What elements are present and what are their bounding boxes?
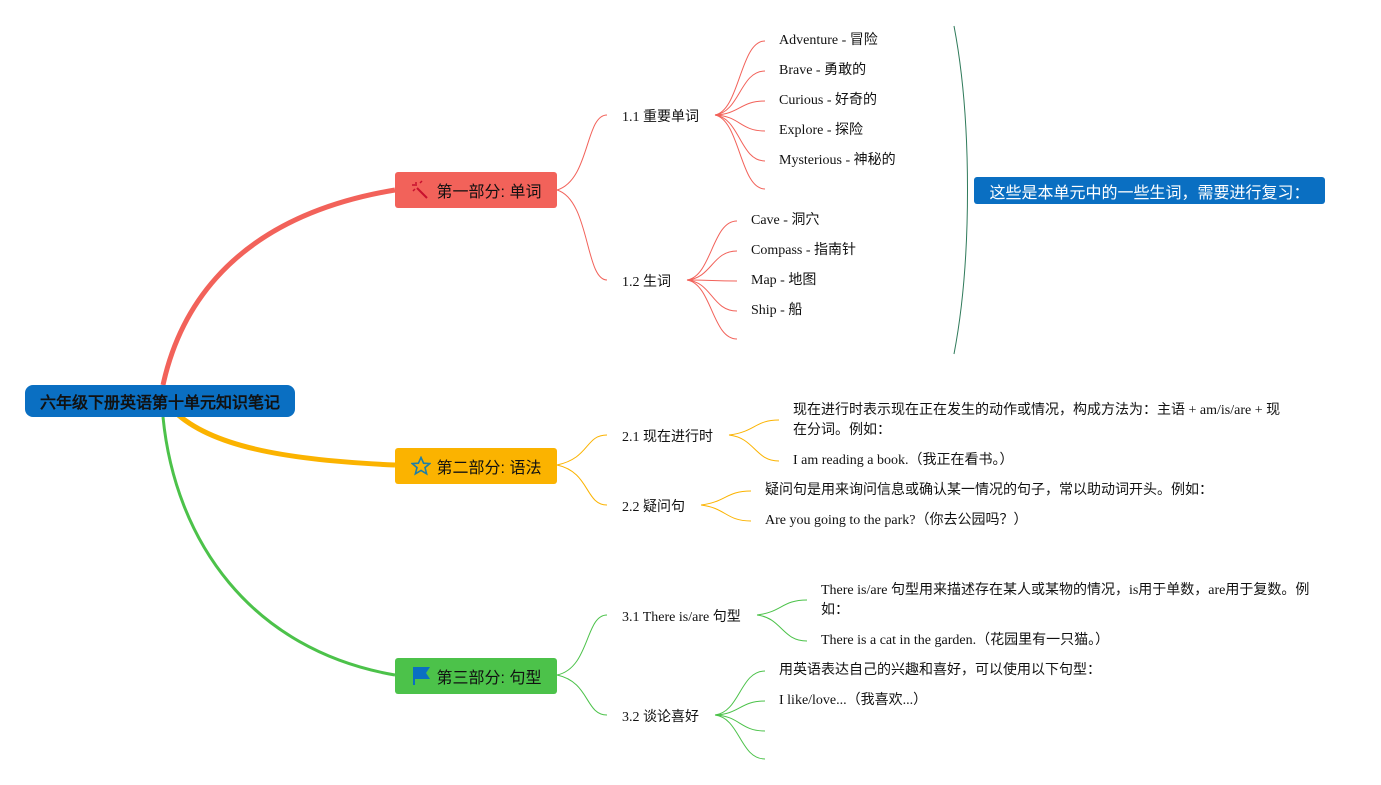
flag-icon xyxy=(411,666,431,686)
subtopic-new-words[interactable]: 1.2 生词 xyxy=(622,275,671,290)
branch-sentence-patterns-label: 第三部分: 句型 xyxy=(436,670,542,687)
leaf-example[interactable]: There is a cat in the garden.（花园里有一只猫。） xyxy=(821,633,1110,648)
summary-bracket xyxy=(953,25,968,355)
subtopic-there-is-are[interactable]: 3.1 There is/are 句型 xyxy=(622,610,741,625)
root-topic-label: 六年级下册英语第十单元知识笔记 xyxy=(39,395,280,412)
leaf-example[interactable]: I like/love...（我喜欢...） xyxy=(779,693,928,708)
leaf-word[interactable]: Explore - 探险 xyxy=(779,123,863,138)
link-root-branch2 xyxy=(173,410,396,468)
leaf-word[interactable]: Ship - 船 xyxy=(751,303,803,318)
branch-vocabulary-label: 第一部分: 单词 xyxy=(436,184,542,201)
leaf-word[interactable]: Compass - 指南针 xyxy=(751,243,856,258)
star-icon xyxy=(409,455,432,476)
leaf-word[interactable]: Map - 地图 xyxy=(751,273,817,288)
root-topic[interactable]: 六年级下册英语第十单元知识笔记 xyxy=(25,385,295,417)
leaf-word[interactable]: Brave - 勇敢的 xyxy=(779,63,867,78)
leaf-example[interactable]: I am reading a book.（我正在看书。） xyxy=(793,453,1014,468)
leaf-word[interactable]: Mysterious - 神秘的 xyxy=(779,153,896,168)
leaf-note[interactable]: There is/are 句型用来描述存在某人或某物的情况，is用于单数，are… xyxy=(821,583,1310,618)
branch-vocabulary[interactable]: 第一部分: 单词 xyxy=(395,172,557,208)
subtopic-questions[interactable]: 2.2 疑问句 xyxy=(622,500,685,515)
leaf-word[interactable]: Cave - 洞穴 xyxy=(751,213,820,228)
leaf-example[interactable]: Are you going to the park?（你去公园吗？） xyxy=(765,513,1028,528)
leaf-word[interactable]: Curious - 好奇的 xyxy=(779,93,877,108)
branch-grammar-label: 第二部分: 语法 xyxy=(436,460,542,477)
leaf-note[interactable]: 用英语表达自己的兴趣和喜好，可以使用以下句型： xyxy=(779,663,1101,678)
subtopic-present-continuous[interactable]: 2.1 现在进行时 xyxy=(622,430,713,445)
leaf-note[interactable]: 疑问句是用来询问信息或确认某一情况的句子，常以助动词开头。例如： xyxy=(765,483,1213,498)
branch-sentence-patterns[interactable]: 第三部分: 句型 xyxy=(395,658,557,694)
link-root-branch3 xyxy=(161,416,396,677)
leaf-word[interactable]: Adventure - 冒险 xyxy=(779,33,878,48)
leaf-note[interactable]: 现在进行时表示现在正在发生的动作或情况，构成方法为：主语 + am/is/are… xyxy=(793,403,1281,438)
summary-callout-label: 这些是本单元中的一些生词，需要进行复习： xyxy=(989,184,1310,202)
link-root-branch1 xyxy=(160,187,396,386)
summary-callout[interactable]: 这些是本单元中的一些生词，需要进行复习： xyxy=(974,177,1325,204)
subtopic-important-words[interactable]: 1.1 重要单词 xyxy=(622,110,699,125)
magic-wand-icon xyxy=(411,180,431,200)
subtopic-talking-preferences[interactable]: 3.2 谈论喜好 xyxy=(622,710,699,725)
branch-grammar[interactable]: 第二部分: 语法 xyxy=(395,448,557,484)
